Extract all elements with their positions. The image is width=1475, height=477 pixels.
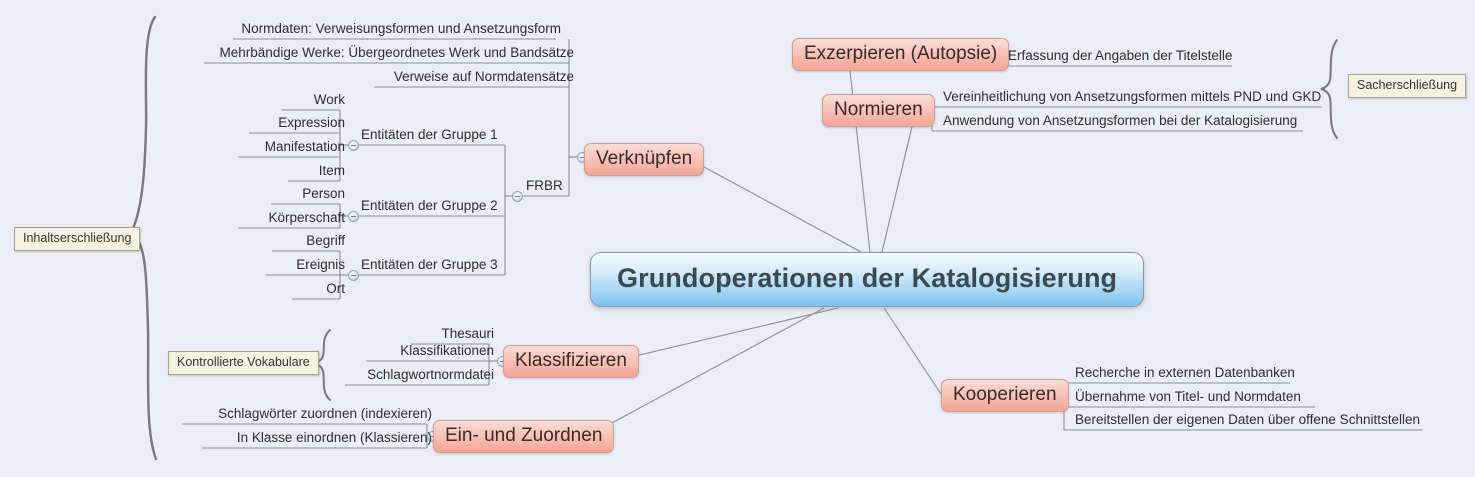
leaf-work[interactable]: Work [313,92,345,107]
leaf-schlagwortnormdatei[interactable]: Schlagwortnormdatei [367,367,494,382]
node-entitaeten-gruppe-1[interactable]: Entitäten der Gruppe 1 [361,127,498,142]
collapse-handle-gruppe-1[interactable] [348,140,359,151]
node-frbr[interactable]: FRBR [526,178,563,193]
leaf-begriff[interactable]: Begriff [306,233,345,248]
leaf-koerperschaft[interactable]: Körperschaft [268,210,345,225]
collapse-handle-gruppe-3[interactable] [348,270,359,281]
leaf-ort[interactable]: Ort [326,281,345,296]
root-node[interactable]: Grundoperationen der Katalogisierung [590,252,1145,307]
branch-normieren[interactable]: Normieren [822,94,935,127]
leaf-normdaten[interactable]: Normdaten: Verweisungsformen und Ansetzu… [241,21,561,36]
leaf-recherche-externe-datenbanken[interactable]: Recherche in externen Datenbanken [1075,365,1295,380]
leaf-expression[interactable]: Expression [278,115,345,130]
collapse-handle-gruppe-2[interactable] [348,211,359,222]
leaf-in-klasse-einordnen[interactable]: In Klasse einordnen (Klassieren) [236,430,432,445]
node-entitaeten-gruppe-3[interactable]: Entitäten der Gruppe 3 [361,257,498,272]
branch-exzerpieren[interactable]: Exzerpieren (Autopsie) [792,38,1010,71]
leaf-mehrbaendige-werke[interactable]: Mehrbändige Werke: Übergeordnetes Werk u… [219,45,574,60]
group-label-inhaltserschliessung[interactable]: Inhaltserschließung [14,227,141,251]
leaf-erfassung-titelstelle[interactable]: Erfassung der Angaben der Titelstelle [1008,48,1233,63]
group-label-kontrollierte-vokabulare[interactable]: Kontrollierte Vokabulare [168,351,319,375]
leaf-klassifikationen[interactable]: Klassifikationen [400,343,494,358]
branch-ein-und-zuordnen[interactable]: Ein- und Zuordnen [433,420,615,453]
branch-kooperieren[interactable]: Kooperieren [941,379,1069,412]
leaf-anwendung-ansetzungsformen[interactable]: Anwendung von Ansetzungsformen bei der K… [943,113,1298,128]
leaf-uebernahme-titel-normdaten[interactable]: Übernahme von Titel- und Normdaten [1075,389,1301,404]
leaf-schlagwoerter-zuordnen[interactable]: Schlagwörter zuordnen (indexieren) [218,406,432,421]
collapse-handle-frbr[interactable] [512,191,523,202]
leaf-ereignis[interactable]: Ereignis [296,257,345,272]
leaf-vereinheitlichung-pnd-gkd[interactable]: Vereinheitlichung von Ansetzungsformen m… [943,89,1322,104]
branch-verknuepfen[interactable]: Verknüpfen [584,143,705,176]
group-label-sacherschliessung[interactable]: Sacherschließung [1348,74,1467,98]
leaf-thesauri[interactable]: Thesauri [441,326,494,341]
branch-klassifizieren[interactable]: Klassifizieren [503,345,639,378]
leaf-person[interactable]: Person [302,186,345,201]
leaf-verweise-normdatensaetze[interactable]: Verweise auf Normdatensätze [393,69,574,84]
leaf-item[interactable]: Item [318,163,345,178]
leaf-bereitstellen-schnittstellen[interactable]: Bereitstellen der eigenen Daten über off… [1075,412,1420,427]
leaf-manifestation[interactable]: Manifestation [264,139,345,154]
node-entitaeten-gruppe-2[interactable]: Entitäten der Gruppe 2 [361,198,498,213]
